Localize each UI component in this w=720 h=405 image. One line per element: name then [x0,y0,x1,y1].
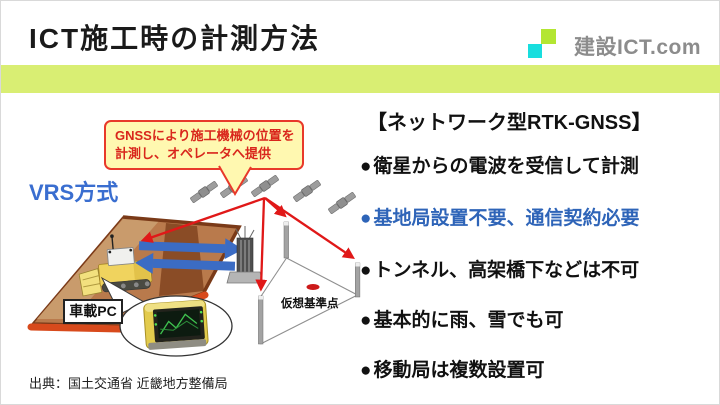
bullet-item-tunnel: ●トンネル、高架橋下などは不可 [360,255,639,282]
control-station-tower [226,226,264,284]
data-link-arrow-right [138,238,243,260]
machine-control-device [143,299,209,350]
vrs-method-label: VRS方式 [29,180,119,205]
bullet-text: 基本的に雨、雪でも可 [373,310,564,331]
callout-tail [218,165,252,196]
bullet-marker-icon: ● [360,360,372,381]
bullet-item-weather: ●基本的に雨、雪でも可 [360,305,564,332]
gnss-callout-line2: 計測し、オペレータへ提供 [115,146,272,162]
bullet-text: 基地局設置不要、通信契約必要 [373,208,640,229]
receiver-pole-middle [283,221,289,259]
logo-cyan-square-icon [528,44,542,58]
source-citation: 出典：国土交通省 近畿地方整備局 [29,376,228,391]
receiver-pole-right [355,262,361,298]
vehicle-pc-label: 車載PC [63,299,123,324]
gnss-antenna-mast [111,237,114,250]
data-link-arrow-left [135,252,236,274]
virtual-reference-point-marker [306,284,320,290]
logo-green-square-icon [541,29,556,44]
gnss-callout: GNSSにより施工機械の位置を 計測し、オペレータへ提供 [104,120,304,171]
bullet-item-base-station: ●基地局設置不要、通信契約必要 [360,203,640,230]
gnss-callout-line1: GNSSにより施工機械の位置を [115,128,295,143]
panel-heading: 【ネットワーク型RTK-GNSS】 [367,112,652,134]
vehicle-pc-balloon [100,276,233,357]
bullet-marker-icon: ● [360,156,372,177]
accent-bar [1,65,720,93]
bullet-item-rover: ●移動局は複数設置可 [360,355,545,382]
bullet-text: トンネル、高架橋下などは不可 [373,260,640,281]
receiver-poles [258,221,361,345]
bullet-marker-icon: ● [360,260,372,281]
virtual-reference-point-label: 仮想基準点 [281,298,339,310]
bullet-item-satellite: ●衛星からの電波を受信して計測 [360,151,639,178]
logo-text: 建設ICT.com [573,36,701,59]
satellite-signal-arrows [140,196,355,292]
bullet-marker-icon: ● [360,310,372,331]
satellite-icon [326,190,358,216]
satellite-icon [291,178,323,204]
bullet-text: 衛星からの電波を受信して計測 [373,156,639,177]
receiver-pole-left [258,295,264,345]
bullet-marker-icon: ● [360,208,372,229]
bullet-text: 移動局は複数設置可 [373,360,545,381]
page-title: ICT施工時の計測方法 [29,23,321,54]
